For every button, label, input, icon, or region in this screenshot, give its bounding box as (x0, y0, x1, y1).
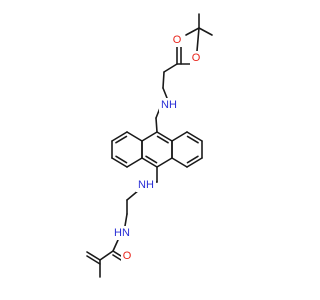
bond-ch2-ring (155, 117, 158, 133)
bond-ring-right (171, 131, 188, 142)
ester-ether-oxygen-label: O (192, 52, 201, 64)
bond-ring-left-inner (115, 155, 128, 164)
bond-ch2-n (162, 87, 168, 99)
secondary-amine-bottom: NH (136, 178, 156, 192)
bond-alkene-ch2-2 (86, 255, 101, 265)
bond-co (112, 250, 122, 257)
bond-ch2-a (163, 63, 178, 73)
bond-ring-left-inner (115, 135, 128, 144)
bond-ring-center-inner (156, 135, 169, 144)
amide-oxygen-label: O (123, 250, 132, 262)
ester-carbonyl-oxygen-label: O (173, 34, 182, 46)
bond-ring-left (111, 131, 128, 142)
bond-propyl-n (124, 213, 128, 227)
bond-layer (86, 13, 213, 278)
amide-nitrogen-label: HN (114, 227, 130, 239)
bond-ring-center (141, 157, 158, 168)
bond-ring-left (126, 131, 143, 142)
bond-ring-right (186, 157, 203, 168)
bond-n-co (112, 239, 119, 252)
secondary-amine-top-label: NH (161, 99, 177, 111)
bond-ring-center-inner (145, 155, 158, 164)
bond-tbu-o (196, 27, 200, 52)
bond-ring-left (111, 157, 128, 168)
ester-carbonyl-oxygen: O (171, 33, 183, 47)
structure-canvas: O O NH NH HN O (86, 13, 213, 278)
bond-ring-center (141, 131, 158, 142)
amide-nitrogen: HN (112, 226, 132, 240)
bond-ring-right (186, 131, 203, 142)
bond-ring-right-inner (186, 135, 199, 144)
secondary-amine-top: NH (159, 98, 179, 112)
molecule-drawing: O O NH NH HN O (86, 13, 213, 278)
bond-ring-right-inner (186, 155, 199, 164)
bond-tbu-me3 (198, 27, 213, 36)
ester-ether-oxygen: O (190, 51, 202, 65)
bond-ring-center (156, 157, 173, 168)
bond-ch2-b (162, 71, 165, 89)
bond-alkene-ch2 (86, 251, 101, 261)
atom-label-layer: O O NH NH HN O (112, 33, 202, 263)
bond-ring-left (126, 157, 143, 168)
bond-ring-right (171, 157, 188, 168)
amide-oxygen: O (121, 249, 133, 263)
bond-c-alkene (99, 250, 114, 261)
bond-tbu-me2 (185, 27, 200, 36)
bond-ring-center (156, 131, 173, 142)
bond-co-2 (112, 254, 122, 261)
secondary-amine-bottom-label: NH (138, 179, 154, 191)
